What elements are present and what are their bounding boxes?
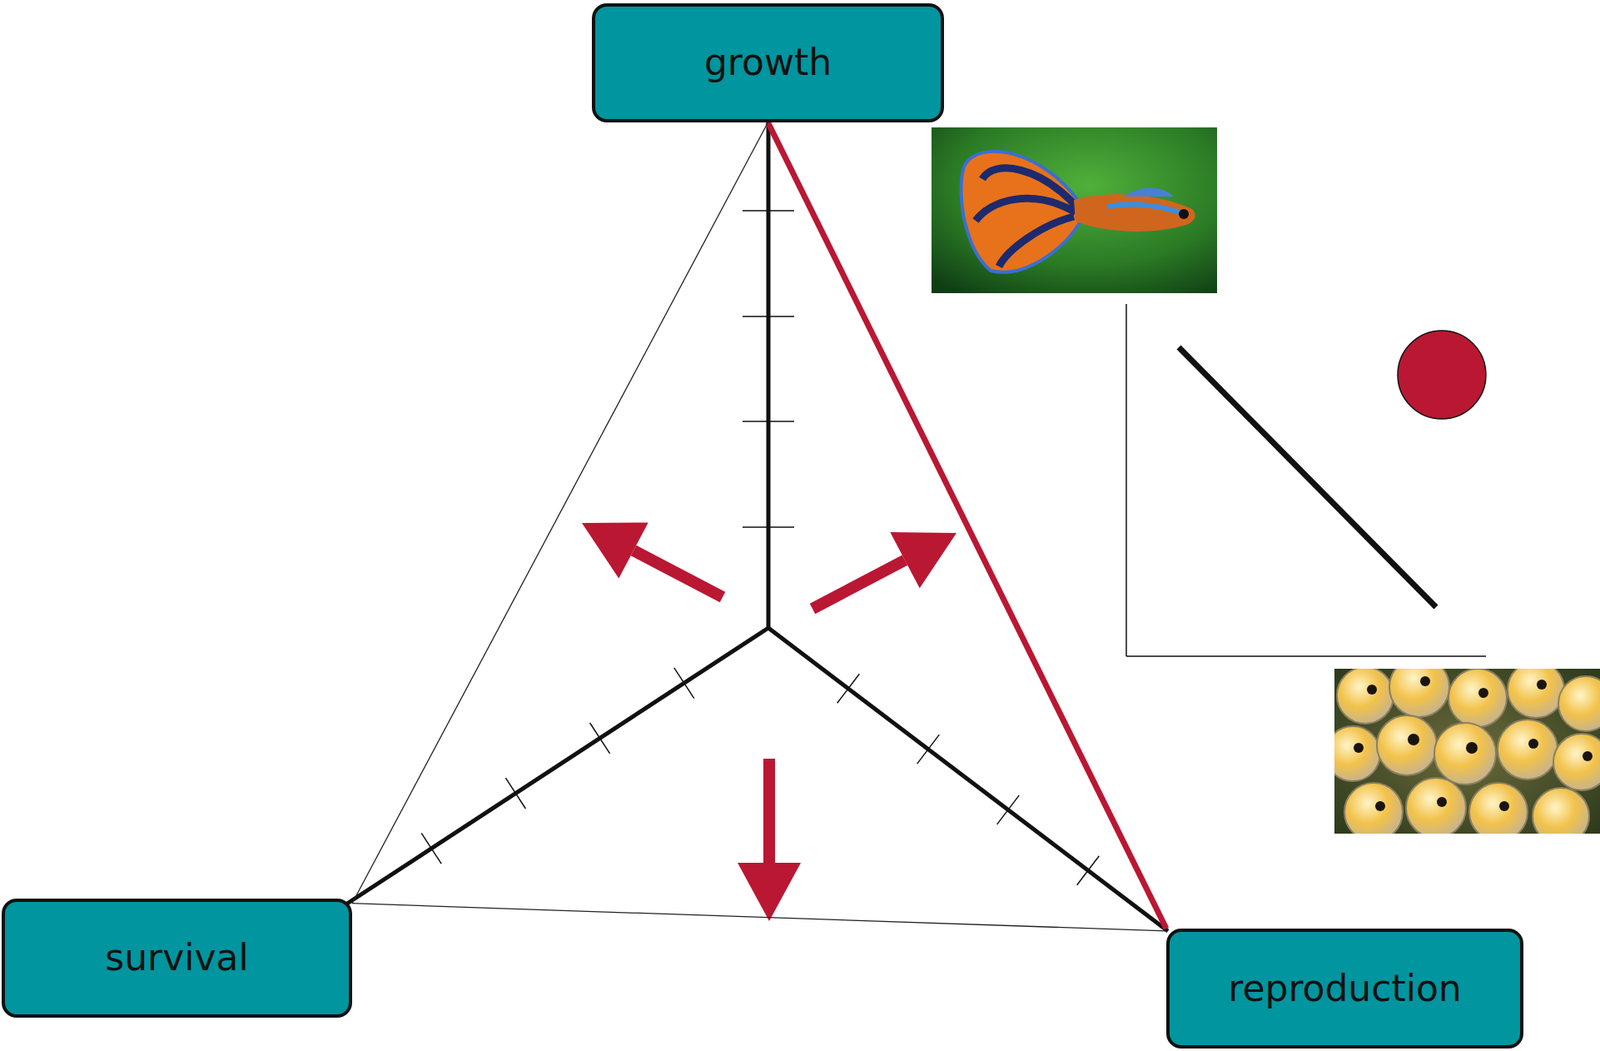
connector-line [768, 122, 1168, 929]
box-label: survival [104, 937, 249, 978]
connector [352, 122, 769, 904]
tick-marks [421, 210, 1099, 885]
label-box: growth [591, 3, 945, 123]
eggs-photo [1334, 668, 1600, 834]
axis [347, 122, 1168, 931]
connector [768, 122, 1168, 929]
connector [352, 903, 1167, 931]
connector-line [352, 122, 769, 904]
red-arrows [581, 521, 957, 921]
label-box: survival [1, 898, 353, 1018]
box-label: growth [704, 42, 832, 83]
label-box: reproduction [1166, 928, 1524, 1049]
connector-line [352, 903, 1167, 931]
guppy-photo [931, 127, 1218, 294]
inset-plot [1126, 303, 1486, 656]
box-label: reproduction [1227, 968, 1461, 1009]
